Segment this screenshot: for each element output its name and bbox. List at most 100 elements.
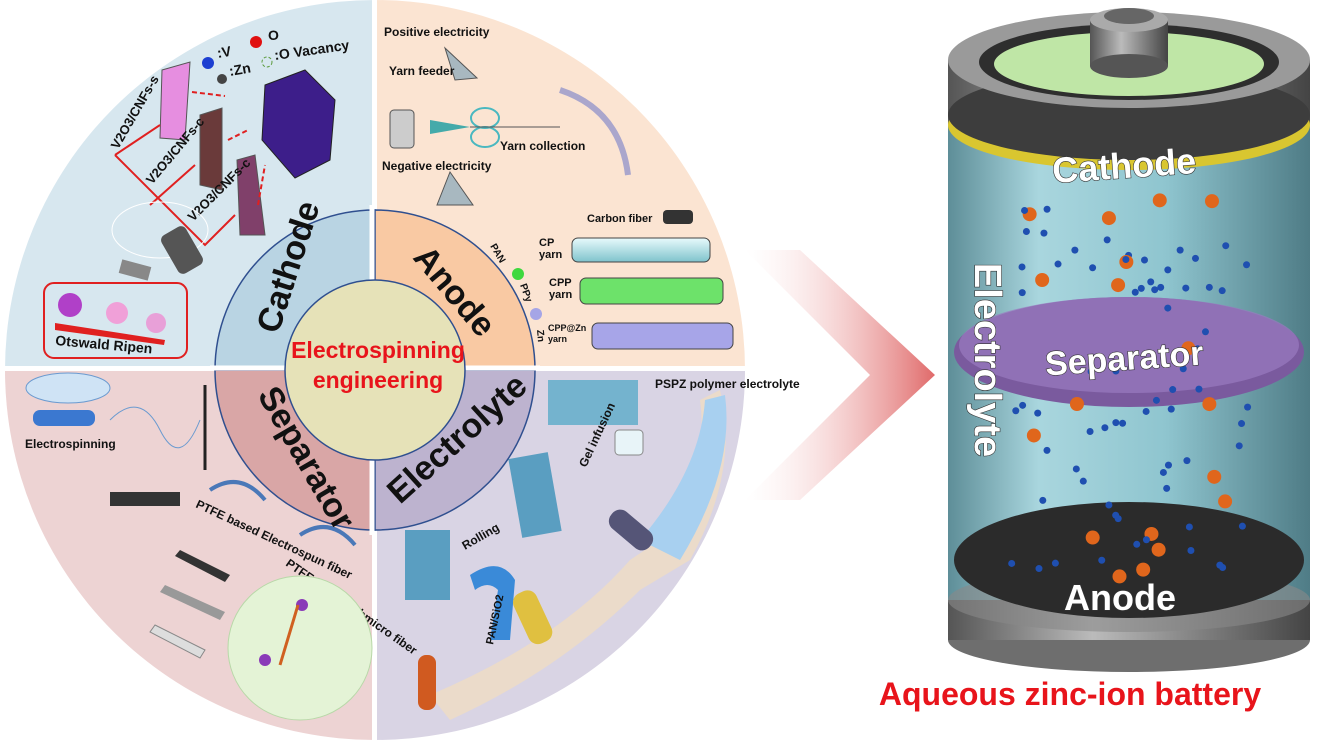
zn-ion [1218,287,1226,295]
zn-ion [1164,266,1172,274]
zn-ion [1112,367,1120,375]
zn-ion [1195,385,1203,393]
cp-yarn-label: CP yarn [539,237,563,261]
battery-caption: Aqueous zinc-ion battery [879,676,1261,712]
zn-ion [1179,365,1187,373]
yarn-collection-label: Yarn collection [500,139,585,153]
zn-ion [1201,328,1209,336]
zn-ion [1101,424,1109,432]
orange-ion [1204,194,1219,209]
orange-ion [1069,396,1084,411]
center-title-line2: engineering [313,367,443,393]
zn-ion [1119,419,1127,427]
zn-atom-icon [217,74,227,84]
roller-icon [608,509,654,551]
cpp-yarn-label: CPP yarn [549,277,573,301]
ppy-particle-icon [512,268,524,280]
carbon-fiber-label: Carbon fiber [587,213,653,225]
spinning-jet [111,201,209,259]
positive-text: Positive electricity [384,25,490,39]
zn-ion [1039,496,1047,504]
zn-ion [1040,229,1048,237]
zn-ion [1151,286,1159,294]
gel-beaker-icon [614,429,644,456]
fiber-icon [298,525,357,547]
zn-ion [1183,457,1191,465]
center-title-line1: Electrospinning [291,337,465,363]
zn-ion [1022,227,1030,235]
orange-ion [1085,530,1100,545]
fiber-purple [236,154,266,236]
zn-ion [1164,461,1172,469]
cpp-yarn-icon [579,277,724,305]
vacancy-icon [261,56,273,68]
center-hub [284,279,466,461]
zn-ion [1086,427,1094,435]
zn-ion [1152,396,1160,404]
legend-o: O [268,27,279,43]
zn-ion [1051,559,1059,567]
mechanism-inset [227,575,373,721]
flow-arrow [745,250,935,500]
crystal-structure [261,69,336,179]
membrane-layer [149,624,206,659]
zn-ion [1222,242,1230,250]
orange-ion [1136,562,1151,577]
zn-ion [1163,484,1171,492]
orange-ion [1112,569,1127,584]
zn-ion [1176,246,1184,254]
zn-ion [1098,556,1106,564]
cppzn-yarn-label: CPP@Zn yarn [548,323,587,344]
power-supply [110,492,180,506]
orange-ion [1035,272,1050,287]
anode-disc [954,502,1304,618]
zn-ion [1167,405,1175,413]
particle-icon [146,313,166,333]
yarn-feeder-spool [389,109,415,149]
zn-ion [1035,565,1043,573]
ripening-arrow [55,323,165,345]
zn-ion [1087,368,1095,376]
zn-ion [1021,206,1029,214]
syringe-icon [33,410,95,426]
zn-ion [1182,284,1190,292]
zn-ion [1137,284,1145,292]
pan-sio2-strip [470,566,515,640]
collector-roller [418,655,436,710]
electrospinning-label: Electrospinning [25,437,116,451]
zn-ion [1008,559,1016,567]
zn-ion [1185,523,1193,531]
zn-ion [1072,465,1080,473]
particle-icon [58,293,82,317]
zn-particle-icon [530,308,542,320]
zn-ion [1112,511,1120,519]
zn-ion [1238,420,1246,428]
jet-wave [109,406,201,449]
carbon-fiber-icon [663,210,693,224]
cppzn-yarn-icon [591,322,734,350]
fiber-mat [548,380,638,425]
zn-ion [1191,254,1199,262]
zn-ion [1243,261,1251,269]
process-arrow [559,87,631,176]
zn-ion [1187,547,1195,555]
yarn-feeder-label: Yarn feeder [389,64,455,78]
zn-ion [1034,409,1042,417]
zn-ion [1142,407,1150,415]
fiber-orange [199,107,223,191]
orange-ion [1151,542,1166,557]
zn-ion [1019,401,1027,409]
zn-ion [1018,289,1026,297]
zn-ion [1157,283,1165,291]
orange-ion [1181,341,1196,356]
negative-electricity-label: Negative electricity [382,159,492,173]
membrane-strip [430,390,726,720]
solution-dish [25,372,111,404]
zn-ion [1169,386,1177,394]
orange-ion [1152,193,1167,208]
legend-v: :V [216,43,233,61]
orange-ion [1026,428,1041,443]
zn-ion [1205,283,1213,291]
zn-ion [1159,468,1167,476]
ripening-box [43,282,188,359]
